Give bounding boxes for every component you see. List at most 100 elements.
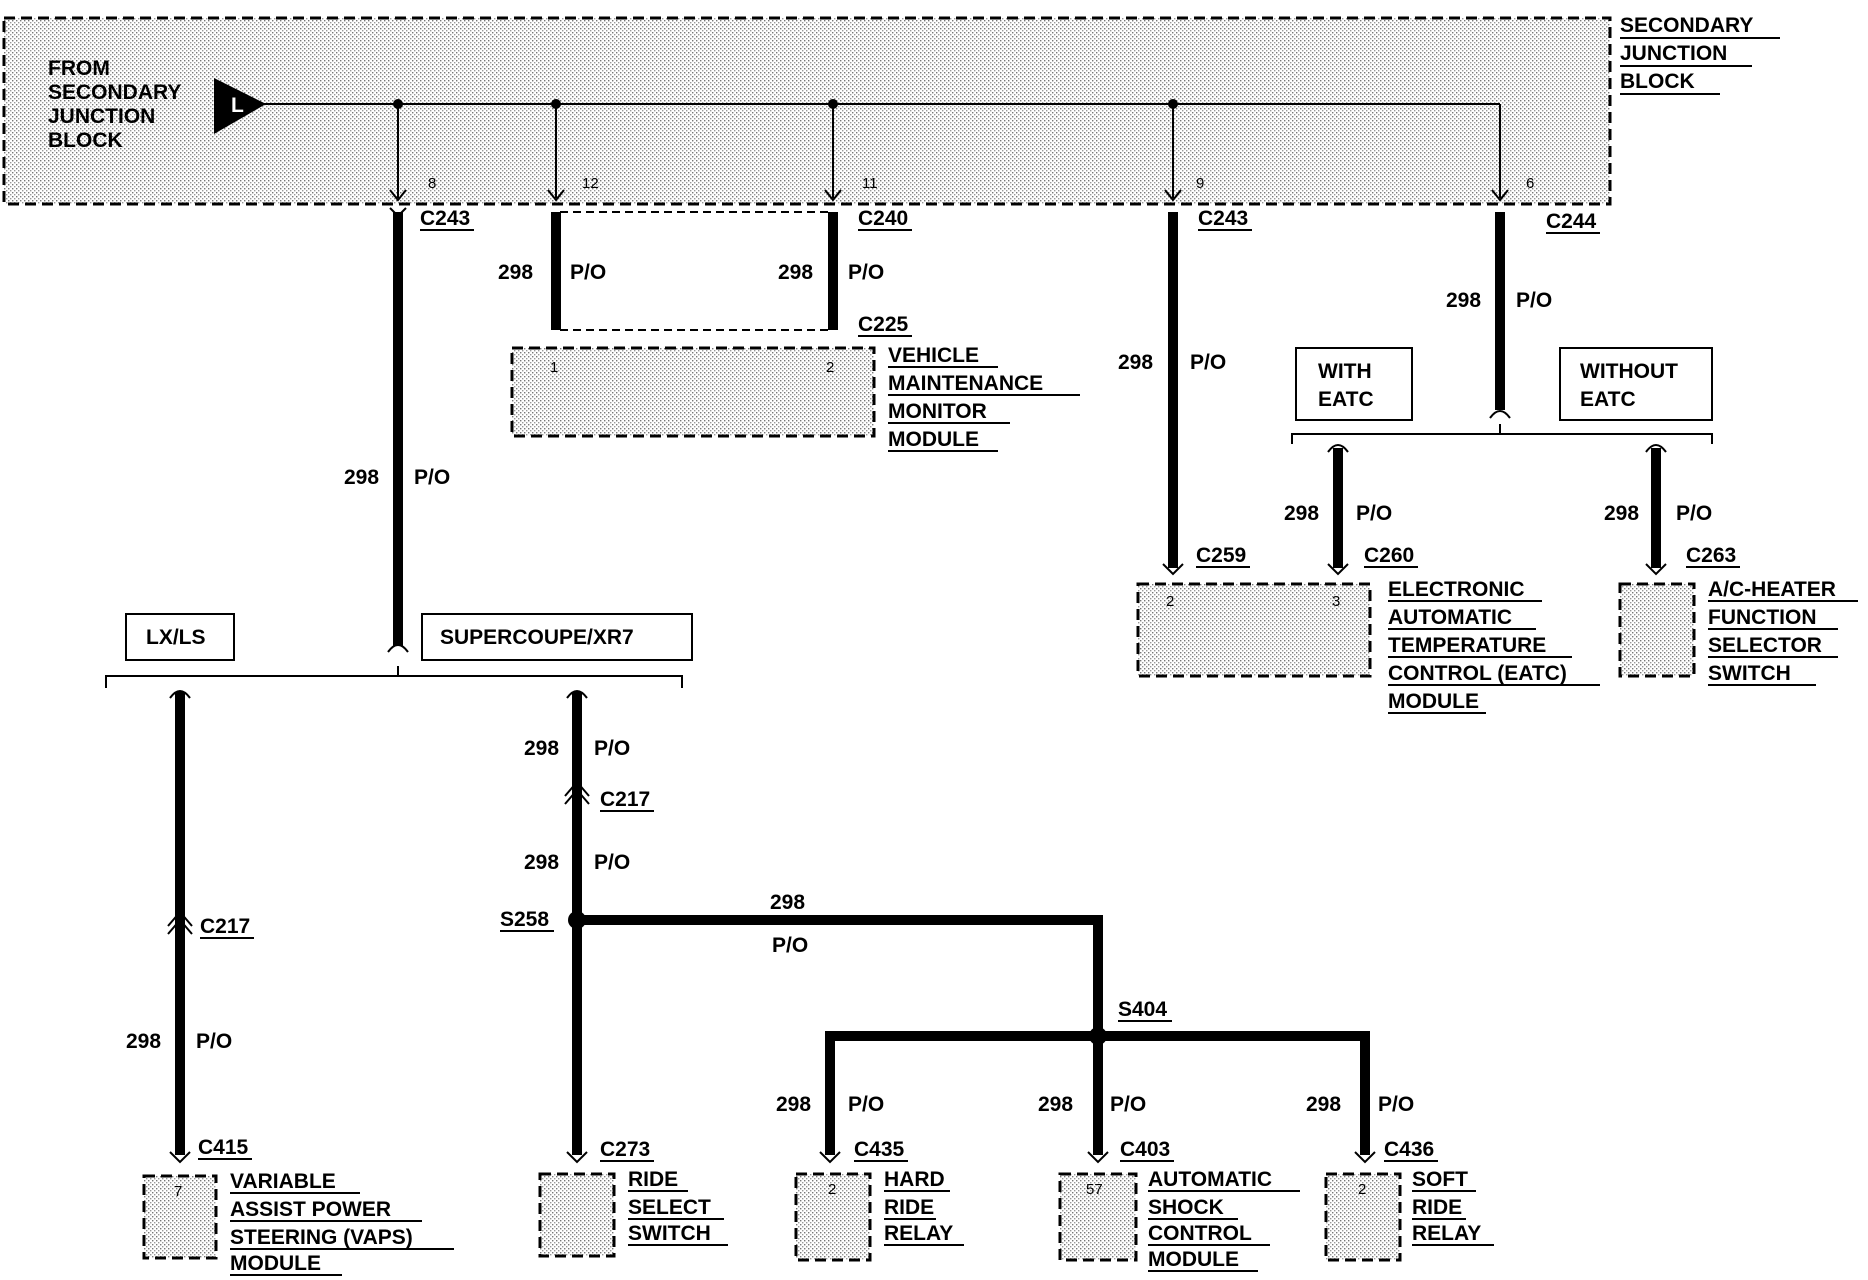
svg-text:BLOCK: BLOCK (48, 129, 123, 152)
connector-c260: C260 (1364, 544, 1414, 567)
svg-text:298: 298 (1284, 502, 1319, 525)
pin-11: 11 (862, 175, 878, 192)
svg-text:298: 298 (1306, 1093, 1341, 1116)
svg-text:STEERING (VAPS): STEERING (VAPS) (230, 1226, 413, 1249)
svg-text:AUTOMATIC: AUTOMATIC (1388, 606, 1512, 629)
svg-text:P/O: P/O (1110, 1093, 1146, 1116)
svg-text:SECONDARY: SECONDARY (1620, 14, 1753, 37)
svg-text:2: 2 (1166, 593, 1174, 610)
connector-c225: C225 (858, 313, 909, 336)
connector-c243: C243 (420, 207, 470, 230)
svg-text:SECONDARY: SECONDARY (48, 81, 181, 104)
svg-text:P/O: P/O (414, 466, 450, 489)
secondary-junction-block: L FROM SECONDARY JUNCTION BLOCK SECONDAR… (2, 14, 1780, 206)
svg-text:P/O: P/O (594, 737, 630, 760)
svg-text:P/O: P/O (570, 261, 606, 284)
connector-c263: C263 (1686, 544, 1736, 567)
svg-text:P/O: P/O (1356, 502, 1392, 525)
svg-text:A/C-HEATER: A/C-HEATER (1708, 578, 1836, 601)
svg-text:AUTOMATIC: AUTOMATIC (1148, 1168, 1272, 1191)
svg-text:1: 1 (550, 359, 558, 376)
svg-text:CONTROL: CONTROL (1148, 1222, 1252, 1245)
connector-c435: C435 (854, 1138, 905, 1161)
connector-c259: C259 (1196, 544, 1246, 567)
svg-text:RIDE: RIDE (628, 1168, 678, 1191)
component-ac-heater-function-selector-switch: A/C-HEATER FUNCTION SELECTOR SWITCH (1618, 578, 1858, 686)
terminal-arrow-icon (214, 78, 266, 134)
svg-text:P/O: P/O (1378, 1093, 1414, 1116)
svg-text:SWITCH: SWITCH (628, 1222, 711, 1245)
svg-text:7: 7 (174, 1183, 182, 1200)
svg-text:RELAY: RELAY (1412, 1222, 1481, 1245)
svg-text:FROM: FROM (48, 57, 110, 80)
svg-text:CONTROL (EATC): CONTROL (EATC) (1388, 662, 1567, 685)
svg-text:SELECT: SELECT (628, 1196, 711, 1219)
component-automatic-shock-control-module: 57 AUTOMATIC SHOCK CONTROL MODULE (1058, 1168, 1300, 1272)
svg-text:EATC: EATC (1580, 388, 1636, 411)
pin-6: 6 (1526, 175, 1534, 192)
svg-text:SWITCH: SWITCH (1708, 662, 1791, 685)
svg-text:3: 3 (1332, 593, 1340, 610)
svg-text:SUPERCOUPE/XR7: SUPERCOUPE/XR7 (440, 626, 634, 649)
svg-text:57: 57 (1086, 1181, 1103, 1198)
svg-text:P/O: P/O (1676, 502, 1712, 525)
svg-text:P/O: P/O (848, 261, 884, 284)
svg-text:2: 2 (826, 359, 834, 376)
connector-c243: C243 (1198, 207, 1248, 230)
svg-text:MONITOR: MONITOR (888, 400, 987, 423)
connector-c217: C217 (600, 788, 650, 811)
svg-text:RIDE: RIDE (1412, 1196, 1462, 1219)
svg-text:HARD: HARD (884, 1168, 945, 1191)
svg-text:298: 298 (524, 737, 559, 760)
connector-c217: C217 (200, 915, 250, 938)
svg-text:P/O: P/O (1516, 289, 1552, 312)
option-with-eatc: WITH EATC (1295, 347, 1413, 421)
terminal-label: L (231, 94, 244, 117)
connector-labels: C243 C240 C243 C244 C225 C259 C260 C263 … (198, 207, 1740, 1162)
from-block-label: FROM SECONDARY JUNCTION BLOCK (48, 57, 181, 152)
svg-text:MAINTENANCE: MAINTENANCE (888, 372, 1043, 395)
svg-text:SHOCK: SHOCK (1148, 1196, 1224, 1219)
svg-text:P/O: P/O (196, 1030, 232, 1053)
component-vaps-module: 7 VARIABLE ASSIST POWER STEERING (VAPS) … (142, 1170, 454, 1276)
block-taps (389, 99, 1509, 202)
svg-text:MODULE: MODULE (1148, 1248, 1239, 1271)
svg-text:EATC: EATC (1318, 388, 1374, 411)
option-without-eatc: WITHOUT EATC (1559, 347, 1713, 421)
connector-c403: C403 (1120, 1138, 1170, 1161)
connector-c244: C244 (1546, 210, 1597, 233)
svg-text:VARIABLE: VARIABLE (230, 1170, 336, 1193)
connector-c240: C240 (858, 207, 908, 230)
svg-text:298: 298 (770, 891, 805, 914)
connector-c415: C415 (198, 1136, 249, 1159)
svg-text:298: 298 (1118, 351, 1153, 374)
svg-text:SELECTOR: SELECTOR (1708, 634, 1822, 657)
component-hard-ride-relay: 2 HARD RIDE RELAY (794, 1168, 964, 1262)
svg-text:P/O: P/O (594, 851, 630, 874)
svg-text:MODULE: MODULE (1388, 690, 1479, 713)
svg-text:TEMPERATURE: TEMPERATURE (1388, 634, 1546, 657)
svg-text:298: 298 (126, 1030, 161, 1053)
pin-9: 9 (1196, 175, 1204, 192)
splice-s258-dot (568, 911, 586, 929)
svg-text:RIDE: RIDE (884, 1196, 934, 1219)
svg-text:298: 298 (524, 851, 559, 874)
svg-text:ELECTRONIC: ELECTRONIC (1388, 578, 1525, 601)
svg-text:P/O: P/O (772, 934, 808, 957)
splice-s404: S404 (1118, 998, 1167, 1021)
wire-labels: 298 P/O 298 P/O 298 P/O 298 P/O 298 P/O … (126, 261, 1712, 1116)
pin-8: 8 (428, 175, 436, 192)
svg-text:2: 2 (828, 1181, 836, 1198)
svg-text:JUNCTION: JUNCTION (1620, 42, 1727, 65)
svg-text:MODULE: MODULE (230, 1252, 321, 1275)
wires (105, 207, 1713, 1164)
svg-text:2: 2 (1358, 1181, 1366, 1198)
svg-text:ASSIST POWER: ASSIST POWER (230, 1198, 391, 1221)
svg-text:298: 298 (498, 261, 533, 284)
svg-text:WITHOUT: WITHOUT (1580, 360, 1678, 383)
pin-12: 12 (582, 175, 599, 192)
component-eatc-module: 2 3 ELECTRONIC AUTOMATIC TEMPERATURE CON… (1136, 578, 1600, 714)
component-vehicle-maintenance-monitor: 1 2 VEHICLE MAINTENANCE MONITOR MODULE (510, 344, 1080, 452)
option-lxls: LX/LS (125, 613, 235, 661)
